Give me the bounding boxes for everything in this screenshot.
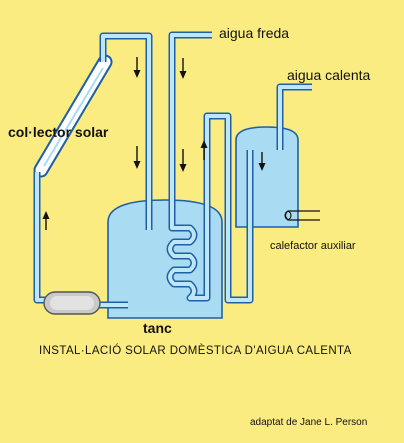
diagram-caption: INSTAL·LACIÓ SOLAR DOMÈSTICA D'AIGUA CAL… (39, 344, 352, 357)
arrow-icon (200, 140, 208, 160)
arrow-icon (179, 149, 187, 172)
tank-label: tanc (143, 320, 172, 336)
credit-line: adaptat de Jane L. Person (250, 417, 367, 428)
hot-water-label: aigua calenta (287, 67, 371, 83)
aux-heater-label: calefactor auxiliar (270, 240, 356, 252)
arrow-icon (42, 211, 50, 230)
arrow-icon (133, 57, 141, 78)
collector-label: col·lector solar (8, 124, 109, 140)
pump-icon (43, 291, 101, 315)
flow-arrows (42, 57, 266, 230)
arrow-icon (133, 146, 141, 169)
arrow-icon (179, 58, 187, 79)
cold-water-label: aigua freda (219, 25, 289, 41)
solar-collector (33, 54, 113, 178)
heating-coil-icon (284, 210, 320, 221)
arrow-icon (258, 152, 266, 171)
